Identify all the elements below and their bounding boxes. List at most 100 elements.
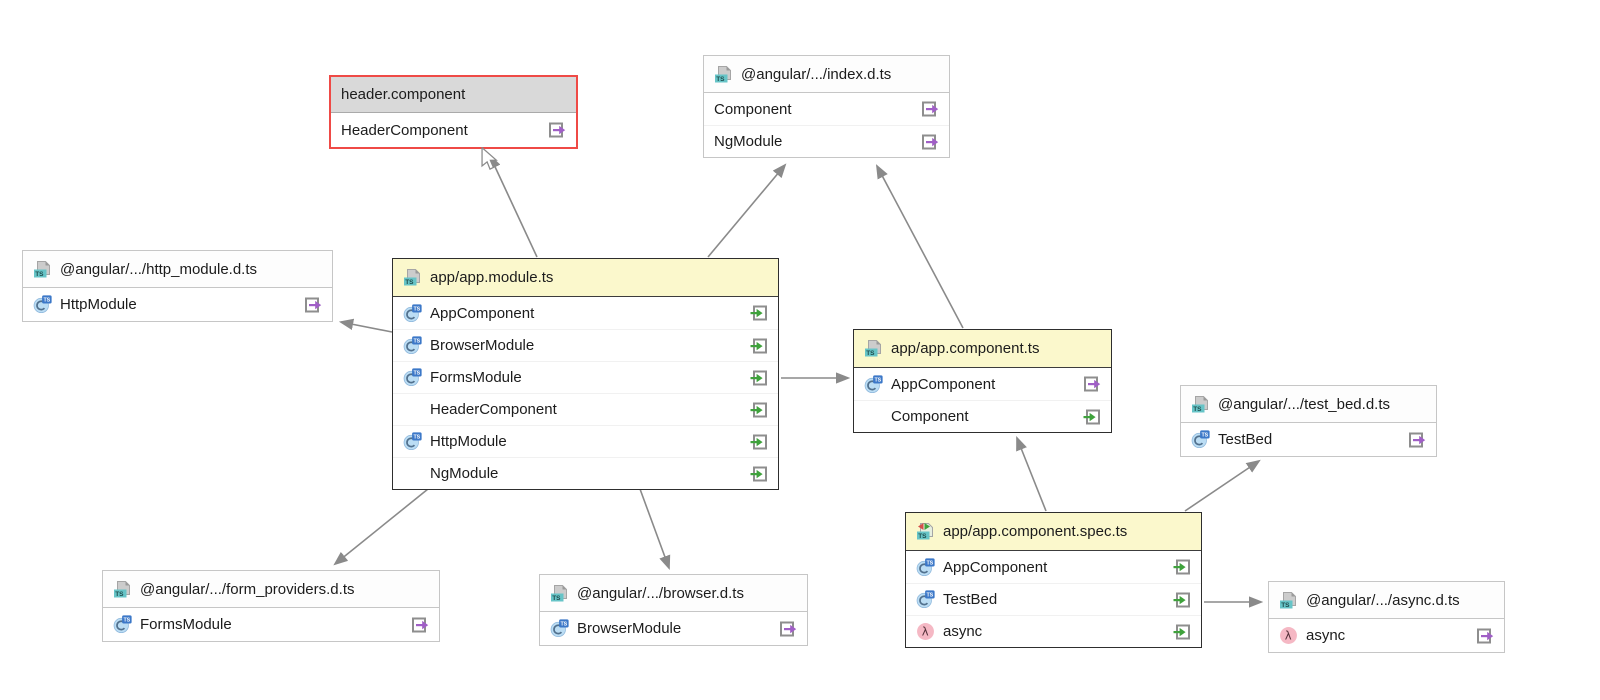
import-icon bbox=[750, 369, 768, 387]
edge-module-to-form-providers-dts bbox=[333, 488, 429, 566]
node-app-component-spec[interactable]: app/app.component.spec.ts AppComponent T… bbox=[905, 512, 1202, 648]
node-app-module[interactable]: app/app.module.ts AppComponent BrowserMo… bbox=[392, 258, 779, 490]
typescript-file-icon bbox=[33, 260, 52, 279]
member-label: Component bbox=[891, 408, 969, 425]
member-label: AppComponent bbox=[891, 375, 996, 393]
member-row[interactable]: HeaderComponent bbox=[393, 393, 778, 425]
member-row[interactable]: HttpModule bbox=[393, 425, 778, 457]
member-label: TestBed bbox=[1218, 431, 1273, 448]
node-title: @angular/.../http_module.d.ts bbox=[60, 260, 258, 278]
node-title: @angular/.../index.d.ts bbox=[741, 65, 892, 83]
member-label: async bbox=[943, 623, 983, 640]
edge-spec-to-component bbox=[1016, 435, 1047, 512]
member-label: AppComponent bbox=[430, 304, 535, 322]
member-row[interactable]: TestBed bbox=[906, 583, 1201, 615]
typescript-file-icon bbox=[403, 268, 422, 287]
node-title: header.component bbox=[341, 86, 466, 103]
edge-component-to-index-dts bbox=[875, 164, 964, 329]
member-row[interactable]: async bbox=[906, 615, 1201, 647]
member-label: NgModule bbox=[714, 133, 783, 150]
export-icon bbox=[921, 133, 939, 151]
member-row[interactable]: BrowserModule bbox=[540, 612, 807, 645]
member-row[interactable]: Component bbox=[854, 400, 1111, 432]
icon-placeholder bbox=[403, 409, 422, 410]
node-header[interactable]: app/app.component.ts bbox=[854, 330, 1111, 368]
member-label: FormsModule bbox=[430, 369, 522, 386]
node-title: app/app.component.spec.ts bbox=[943, 523, 1128, 540]
typescript-file-icon bbox=[864, 339, 883, 358]
typescript-class-icon bbox=[916, 590, 935, 609]
node-header[interactable]: @angular/.../browser.d.ts bbox=[540, 575, 807, 612]
typescript-class-icon bbox=[864, 375, 883, 394]
member-row[interactable]: FormsModule bbox=[103, 608, 439, 641]
edge-module-to-index-dts bbox=[707, 163, 787, 258]
node-async-dts[interactable]: @angular/.../async.d.ts async bbox=[1268, 581, 1505, 653]
typescript-class-icon bbox=[403, 336, 422, 355]
node-header[interactable]: app/app.component.spec.ts bbox=[906, 513, 1201, 551]
typescript-class-icon bbox=[550, 619, 569, 638]
typescript-file-icon bbox=[113, 580, 132, 599]
edge-module-to-browser-dts bbox=[639, 488, 671, 571]
node-header[interactable]: header.component bbox=[331, 77, 576, 113]
typescript-spec-file-icon bbox=[916, 522, 935, 541]
typescript-class-icon bbox=[1191, 430, 1210, 449]
icon-placeholder bbox=[864, 416, 883, 417]
typescript-class-icon bbox=[403, 304, 422, 323]
member-row[interactable]: HeaderComponent bbox=[331, 113, 576, 147]
export-icon bbox=[304, 296, 322, 314]
node-header[interactable]: app/app.module.ts bbox=[393, 259, 778, 297]
member-label: HeaderComponent bbox=[341, 121, 468, 139]
node-header[interactable]: @angular/.../test_bed.d.ts bbox=[1181, 386, 1436, 423]
lambda-function-icon bbox=[916, 622, 935, 641]
import-icon bbox=[1083, 408, 1101, 426]
member-label: BrowserModule bbox=[430, 337, 535, 354]
export-icon bbox=[1476, 627, 1494, 645]
typescript-class-icon bbox=[403, 432, 422, 451]
member-row[interactable]: TestBed bbox=[1181, 423, 1436, 456]
member-label: AppComponent bbox=[943, 558, 1048, 576]
member-label: Component bbox=[714, 100, 792, 118]
node-header[interactable]: @angular/.../form_providers.d.ts bbox=[103, 571, 439, 608]
member-row[interactable]: AppComponent bbox=[906, 551, 1201, 583]
member-label: BrowserModule bbox=[577, 620, 682, 637]
member-row[interactable]: FormsModule bbox=[393, 361, 778, 393]
import-icon bbox=[750, 433, 768, 451]
node-header[interactable]: @angular/.../index.d.ts bbox=[704, 56, 949, 93]
typescript-file-icon bbox=[1279, 591, 1298, 610]
member-row[interactable]: BrowserModule bbox=[393, 329, 778, 361]
node-title: app/app.component.ts bbox=[891, 340, 1040, 357]
mouse-pointer-cursor bbox=[481, 147, 498, 170]
node-http-module-dts[interactable]: @angular/.../http_module.d.ts HttpModule bbox=[22, 250, 333, 322]
node-header[interactable]: @angular/.../async.d.ts bbox=[1269, 582, 1504, 619]
export-icon bbox=[1408, 431, 1426, 449]
member-row[interactable]: NgModule bbox=[393, 457, 778, 489]
edge-module-to-header-component bbox=[489, 154, 538, 258]
node-header-component[interactable]: header.component HeaderComponent bbox=[329, 75, 578, 149]
node-form-providers-dts[interactable]: @angular/.../form_providers.d.ts FormsMo… bbox=[102, 570, 440, 642]
node-app-component[interactable]: app/app.component.ts AppComponent Compon… bbox=[853, 329, 1112, 433]
import-icon bbox=[750, 465, 768, 483]
member-label: FormsModule bbox=[140, 616, 232, 633]
import-icon bbox=[750, 304, 768, 322]
edge-module-to-http-module-dts bbox=[338, 318, 393, 333]
member-label: HttpModule bbox=[60, 296, 137, 313]
import-icon bbox=[1173, 591, 1191, 609]
member-row[interactable]: HttpModule bbox=[23, 288, 332, 321]
member-row[interactable]: AppComponent bbox=[854, 368, 1111, 400]
import-icon bbox=[1173, 623, 1191, 641]
import-icon bbox=[750, 401, 768, 419]
member-row[interactable]: AppComponent bbox=[393, 297, 778, 329]
node-title: @angular/.../test_bed.d.ts bbox=[1218, 395, 1390, 413]
node-browser-dts[interactable]: @angular/.../browser.d.ts BrowserModule bbox=[539, 574, 808, 646]
member-row[interactable]: async bbox=[1269, 619, 1504, 652]
node-index-dts[interactable]: @angular/.../index.d.ts Component NgModu… bbox=[703, 55, 950, 158]
member-row[interactable]: Component bbox=[704, 93, 949, 125]
node-title: @angular/.../form_providers.d.ts bbox=[140, 580, 355, 598]
member-label: HeaderComponent bbox=[430, 401, 557, 418]
node-test-bed-dts[interactable]: @angular/.../test_bed.d.ts TestBed bbox=[1180, 385, 1437, 457]
typescript-class-icon bbox=[403, 368, 422, 387]
import-icon bbox=[750, 337, 768, 355]
member-row[interactable]: NgModule bbox=[704, 125, 949, 157]
node-header[interactable]: @angular/.../http_module.d.ts bbox=[23, 251, 332, 288]
